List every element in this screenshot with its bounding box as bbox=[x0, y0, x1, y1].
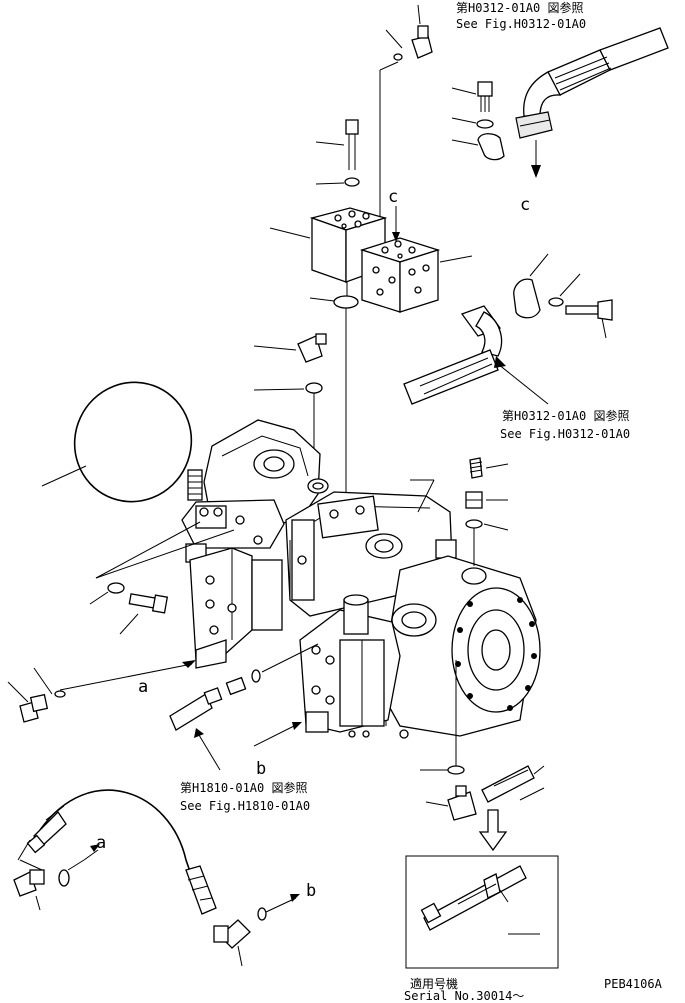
lower-left-subassembly bbox=[13, 789, 300, 967]
label-b-inset: b bbox=[306, 881, 316, 901]
ref-bottom-en: See Fig.H1810-01A0 bbox=[180, 799, 310, 813]
serial-inset bbox=[405, 855, 559, 969]
label-a-main: a bbox=[138, 677, 148, 697]
ref-top-jp: 第H0312-01A0 図参照 bbox=[456, 0, 583, 15]
right-plug-stack bbox=[410, 457, 509, 566]
ref-mid-en: See Fig.H0312-01A0 bbox=[500, 427, 630, 441]
left-fittings bbox=[7, 521, 235, 723]
block-bolt bbox=[315, 119, 360, 187]
middle-hose-assembly bbox=[403, 305, 549, 405]
label-c-top: c bbox=[388, 187, 398, 207]
ref-bottom-jp: 第H1810-01A0 図参照 bbox=[180, 780, 307, 795]
label-b-main: b bbox=[256, 759, 266, 779]
inset-title: 適用号機 bbox=[410, 976, 458, 991]
inset-serial: Serial No.30014～ bbox=[404, 989, 524, 1003]
right-valve-block bbox=[359, 206, 473, 313]
ref-top-en: See Fig.H0312-01A0 bbox=[456, 17, 586, 31]
label-c-arrow: c bbox=[520, 195, 530, 215]
ref-mid-jp: 第H0312-01A0 図参照 bbox=[502, 408, 629, 423]
drawing-code: PEB4106A bbox=[604, 977, 663, 991]
main-pump-assembly bbox=[181, 419, 541, 739]
top-clamp-bolt bbox=[451, 81, 505, 161]
lower-left-hose bbox=[169, 643, 319, 771]
large-o-ring bbox=[73, 381, 193, 503]
bottom-right-fittings bbox=[420, 660, 545, 852]
left-elbow-fitting bbox=[253, 333, 327, 478]
block-o-ring bbox=[333, 295, 359, 309]
top-hose-assembly bbox=[515, 27, 669, 178]
right-clamp-bolt bbox=[513, 253, 613, 339]
label-a-inset: a bbox=[96, 833, 106, 853]
top-elbow-fitting bbox=[379, 4, 433, 218]
